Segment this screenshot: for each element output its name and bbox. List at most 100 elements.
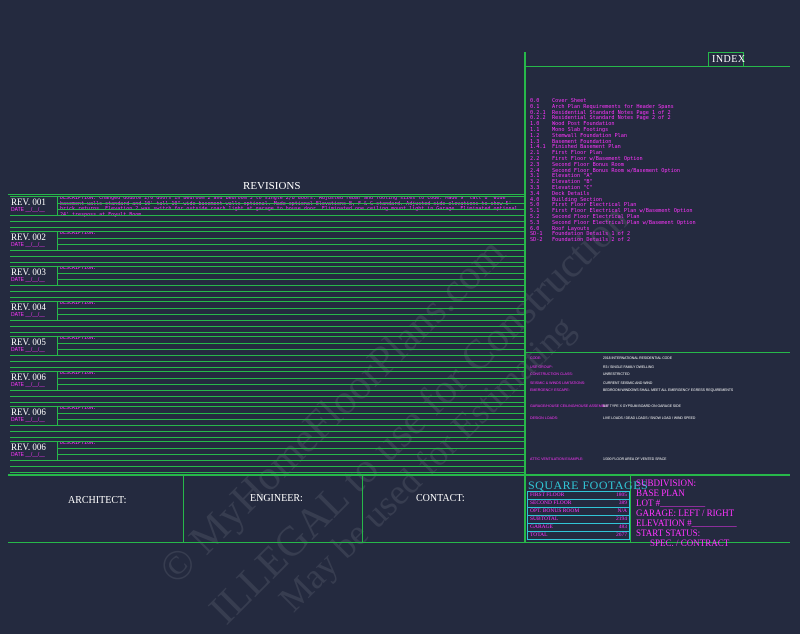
code-note-label: GARAGE/HOUSE CEILING/HOUSE ASSEMBLY: [530, 404, 610, 408]
footer-div-2 [362, 476, 363, 542]
sqft-label: GARAGE [530, 524, 553, 530]
subdivision-line: SPEC. / CONTRACT [650, 538, 730, 548]
revision-date: DATE __/__/__ [11, 277, 45, 283]
revision-description: DESCRIPTION: [60, 441, 97, 446]
code-note-value: BEDROOM WINDOWS SHALL MEET ALL EMERGENCY… [603, 388, 734, 392]
revision-date: DATE __/__/__ [11, 452, 45, 458]
subdivision-line: SUBDIVISION: [636, 478, 697, 488]
index-item-name: Cover Sheet [552, 98, 587, 104]
revision-rule-line [10, 472, 524, 473]
sqft-value: 483 [618, 524, 627, 530]
index-item-name: Stemwall Foundation Plan [552, 132, 627, 139]
revision-rule-line [57, 343, 524, 344]
code-note-value: 2018 INTERNATIONAL RESIDENTIAL CODE [603, 356, 673, 360]
code-note-label: USE GROUP: [530, 365, 553, 369]
revision-rule-line [10, 285, 524, 286]
index-item-code: 5.2 [530, 213, 540, 220]
right-panel-divider [524, 52, 526, 542]
sqft-row: GARAGE 483 [528, 524, 629, 532]
revision-number: REV. 002 [11, 232, 46, 242]
revision-rule-line [10, 215, 524, 216]
index-item-code: 2.3 [530, 161, 540, 168]
index-item-code: 6.0 [530, 225, 540, 232]
revision-rule-line [10, 402, 524, 403]
index-top-line [524, 66, 790, 67]
index-item-code: 5.3 [530, 219, 540, 226]
index-item-name: First Floor w/Basement Option [552, 155, 643, 162]
revision-label-divider [57, 441, 58, 460]
engineer-label: ENGINEER: [250, 493, 303, 504]
index-item-code: 1.4.1 [530, 144, 546, 151]
index-item-code: 2.1 [530, 150, 540, 157]
revision-rule-line [57, 203, 524, 204]
revision-number: REV. 003 [11, 267, 46, 277]
revision-label-divider [57, 231, 58, 250]
index-item-name: Foundation Details 1 of 2 [552, 231, 631, 238]
square-footages-title: SQUARE FOOTAGES [528, 478, 649, 492]
revision-rule-line [57, 314, 524, 315]
revision-rule-line [10, 320, 524, 321]
code-note-value: LIVE LOADS / DEAD LOADS / SNOW LOAD / WI… [603, 416, 696, 420]
revision-rule-line [10, 406, 524, 407]
revisions-top-line [8, 194, 524, 195]
revision-description: DESCRIPTION: [60, 406, 97, 411]
revision-number: REV. 006 [11, 372, 46, 382]
index-item-name: Basement Foundation [552, 138, 612, 145]
revision-rule-line [10, 390, 524, 391]
revision-rule-line [10, 231, 524, 232]
revision-label-divider [57, 266, 58, 285]
code-note-label: SEISMIC & WINDS LIMITATIONS: [530, 381, 586, 385]
revision-rule-line [57, 419, 524, 420]
index-item-name: Building Section [552, 196, 602, 203]
revision-rule-line [10, 425, 524, 426]
revision-rule-line [10, 431, 524, 432]
revision-date: DATE __/__/__ [11, 242, 45, 248]
code-note-value: R3 / SINGLE FAMILY DWELLING [603, 365, 654, 369]
revision-rule-line [10, 460, 524, 461]
revision-label-divider [57, 301, 58, 320]
revision-rule-line [10, 396, 524, 397]
revision-rule-line [10, 336, 524, 337]
revision-label-divider [57, 406, 58, 425]
index-item-code: 4.0 [530, 196, 540, 203]
revision-label-divider [57, 371, 58, 390]
footer-div-3 [630, 476, 631, 542]
revision-rule-line [10, 297, 524, 298]
code-note-label: ATTIC VENTILATION EXAMPLE: [530, 457, 584, 461]
revision-rule-line [57, 349, 524, 350]
revision-rule-line [57, 273, 524, 274]
index-item-name: Second Floor Bonus Room w/Basement Optio… [552, 167, 681, 174]
revision-rule-line [57, 384, 524, 385]
code-note-label: DESIGN LOADS: [530, 416, 558, 420]
index-item-name: Second Floor Electrical Plan [552, 213, 640, 220]
index-item-code: 1.3 [530, 138, 540, 145]
revision-rule-line [10, 466, 524, 467]
footer-bottom-line [8, 542, 790, 543]
index-item-code: 3.1 [530, 173, 540, 180]
sqft-value: 389 [618, 500, 627, 506]
code-note-label: CODE: [530, 356, 542, 360]
index-item-name: Foundation Details 2 of 2 [552, 237, 631, 244]
index-item: 1.3 Basement Foundation [530, 138, 696, 146]
revision-number: REV. 006 [11, 442, 46, 452]
revision-rule-line [10, 266, 524, 267]
